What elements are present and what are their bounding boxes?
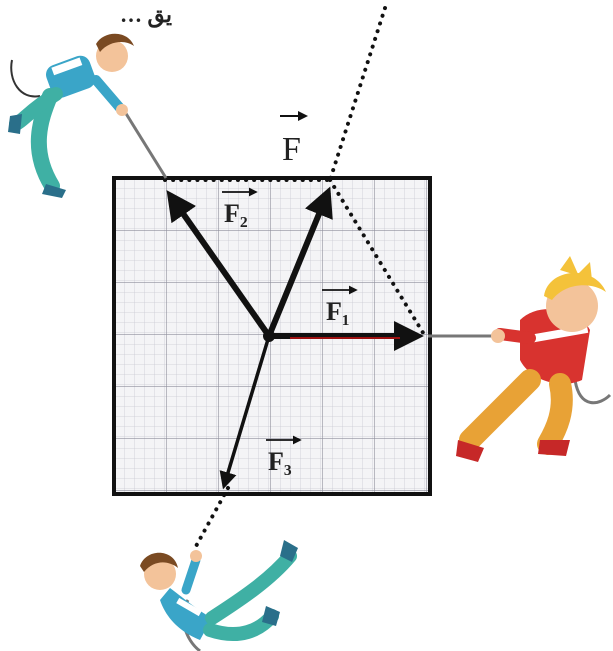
force-vectors <box>166 186 424 490</box>
dotted-lines <box>163 6 427 550</box>
vector-labels: F F₂ F₁ F₃ <box>222 111 358 476</box>
boy-top-left-icon <box>8 33 134 198</box>
rope-top-left <box>123 111 168 179</box>
vector-f2 <box>166 190 272 338</box>
boy-right-icon <box>456 256 606 462</box>
boy-bottom-icon <box>140 540 298 641</box>
vector-f <box>266 186 333 338</box>
resultant-extension-line <box>328 6 387 182</box>
header-text: … يق <box>120 2 172 28</box>
f3-extension-line <box>193 486 230 550</box>
vector-f3 <box>219 335 271 490</box>
origin-point <box>263 330 275 342</box>
parallelogram-side-line <box>328 178 427 338</box>
label-f1: F₁ <box>326 297 350 326</box>
label-f2: F₂ <box>224 199 248 228</box>
label-f: F <box>282 131 301 168</box>
label-f3: F₃ <box>268 447 292 476</box>
